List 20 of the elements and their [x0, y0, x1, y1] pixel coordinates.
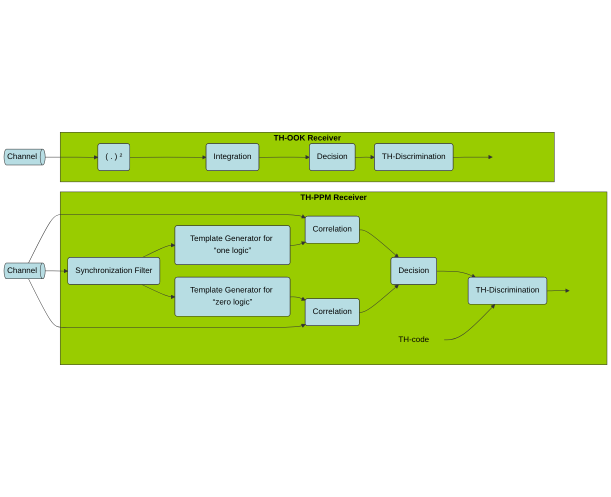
- arrow: [142, 243, 176, 258]
- arrow: [44, 268, 68, 274]
- node-text: Channel: [7, 266, 38, 275]
- arrow: [453, 154, 493, 160]
- arrow: [355, 154, 375, 160]
- arrow: [44, 155, 98, 160]
- arrow: [142, 284, 176, 300]
- arrow: [359, 230, 399, 258]
- arrow: [130, 155, 206, 160]
- arrow: [359, 284, 399, 313]
- node-text: TH-code: [398, 335, 430, 344]
- arrow: [290, 296, 306, 301]
- arrow: [436, 270, 476, 278]
- arrow: [546, 288, 570, 293]
- node-text: Channel: [7, 152, 38, 162]
- arrow: [444, 304, 496, 340]
- arrow: [258, 155, 310, 160]
- arrow: [28, 214, 306, 264]
- arrow: [290, 241, 306, 246]
- arrow: [28, 278, 306, 328]
